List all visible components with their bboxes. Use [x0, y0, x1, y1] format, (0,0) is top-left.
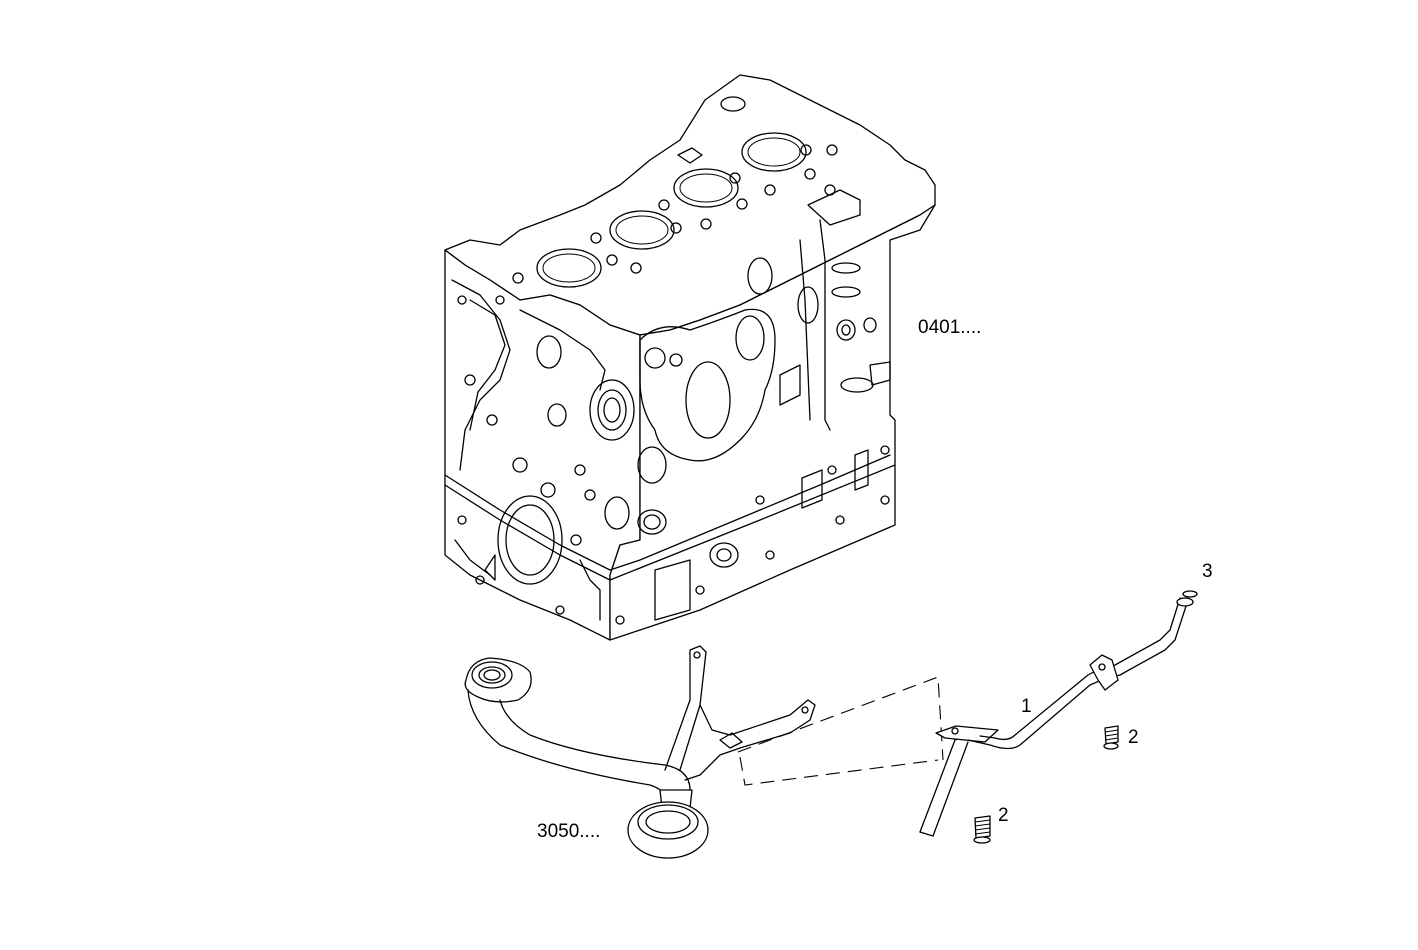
oil-pipe-drawing [919, 590, 1198, 844]
label-oil-pickup: 3050.... [537, 821, 601, 842]
label-screw-upper: 2 [1128, 727, 1139, 748]
label-screw-lower: 2 [998, 805, 1009, 826]
label-seal: 3 [1202, 561, 1213, 582]
label-pipe: 1 [1021, 696, 1032, 717]
engine-block-drawing [444, 74, 936, 641]
oil-pickup-drawing [464, 645, 944, 859]
label-engine-block: 0401.... [918, 317, 982, 338]
